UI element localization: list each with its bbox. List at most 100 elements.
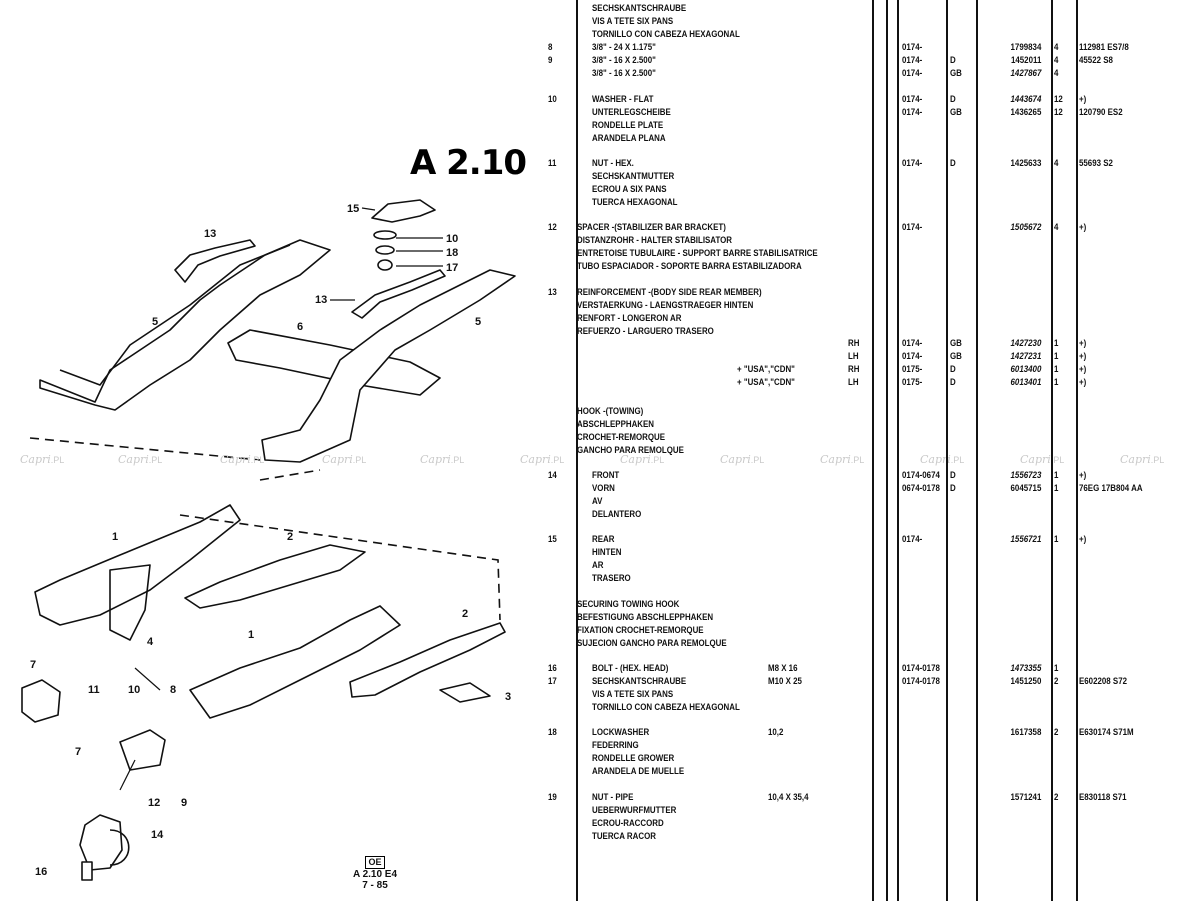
item-note: +) xyxy=(1079,470,1087,480)
watermark-suffix: .PL xyxy=(850,455,865,465)
item-date-range: 0174- xyxy=(902,222,923,232)
item-note: +) xyxy=(1079,222,1087,232)
item-number: 17 xyxy=(548,676,557,686)
item-part-number: 1425633 xyxy=(1010,158,1042,168)
callout-12: 12 xyxy=(148,797,160,809)
item-heading: SUJECION GANCHO PARA REMOLQUE xyxy=(577,638,727,648)
callout-10: 10 xyxy=(446,233,458,245)
item-note: +) xyxy=(1079,351,1087,361)
item-note: 45522 S8 xyxy=(1079,55,1113,65)
item-description: 3/8" - 16 X 2.500" xyxy=(592,55,656,65)
watermark: Capri.PL xyxy=(322,453,366,466)
item-quantity: 1 xyxy=(1054,338,1059,348)
item-heading: REFUERZO - LARGUERO TRASERO xyxy=(577,326,714,336)
item-note: E602208 S72 xyxy=(1079,676,1128,686)
item-part-number: 1436265 xyxy=(1010,107,1042,117)
watermark-brand: Capri xyxy=(20,453,51,466)
item-description: TUERCA RACOR xyxy=(592,831,656,841)
callout-14: 14 xyxy=(151,829,164,841)
callout-15: 15 xyxy=(347,203,359,215)
item-heading: VERSTAERKUNG - LAENGSTRAEGER HINTEN xyxy=(577,300,754,310)
callout-10: 10 xyxy=(128,684,140,696)
watermark: Capri.PL xyxy=(420,453,464,466)
item-part-number: 6045715 xyxy=(1010,483,1042,493)
item-note: 120790 ES2 xyxy=(1079,107,1123,117)
item-number: 8 xyxy=(548,42,553,52)
item-date-range: 0174- xyxy=(902,94,923,104)
item-heading: SPACER -(STABILIZER BAR BRACKET) xyxy=(577,222,726,232)
item-description: NUT - HEX. xyxy=(592,158,634,168)
item-number: 14 xyxy=(548,470,557,480)
item-description: FEDERRING xyxy=(592,740,639,750)
item-date-range: 0174-0674 xyxy=(902,470,940,480)
item-description: ECROU A SIX PANS xyxy=(592,184,667,194)
item-heading: ABSCHLEPPHAKEN xyxy=(577,419,655,429)
item-description: TRASERO xyxy=(592,573,631,583)
item-description: NUT - PIPE xyxy=(592,792,634,802)
item-heading: REINFORCEMENT -(BODY SIDE REAR MEMBER) xyxy=(577,287,762,297)
item-country: D xyxy=(950,94,956,104)
item-date-range: 0174-0178 xyxy=(902,676,940,686)
item-description: UEBERWURFMUTTER xyxy=(592,805,677,815)
item-quantity: 1 xyxy=(1054,534,1059,544)
item-quantity: 1 xyxy=(1054,364,1059,374)
item-part-number: 1427230 xyxy=(1010,338,1042,348)
item-number: 12 xyxy=(548,222,557,232)
item-quantity: 4 xyxy=(1054,55,1059,65)
item-country: GB xyxy=(950,68,962,78)
item-heading: RENFORT - LONGERON AR xyxy=(577,313,682,323)
watermark: Capri.PL xyxy=(118,453,162,466)
plate-title: A 2.10 xyxy=(410,143,527,183)
item-country: D xyxy=(950,377,956,387)
towing-hook xyxy=(79,814,123,871)
callout-17: 17 xyxy=(446,262,458,274)
watermark-suffix: .PL xyxy=(1150,455,1165,465)
column-divider xyxy=(886,0,888,901)
item-heading: GANCHO PARA REMOLQUE xyxy=(577,445,684,455)
item-number: 18 xyxy=(548,727,557,737)
cross-member xyxy=(227,329,441,396)
item-part-number: 1556721 xyxy=(1010,534,1042,544)
reference-code: A 2.10 E4 xyxy=(352,869,398,880)
item-date-range: 0174- xyxy=(902,68,923,78)
watermark-suffix: .PL xyxy=(550,455,565,465)
item-size: M10 X 25 xyxy=(768,676,802,686)
item-date-range: 0174- xyxy=(902,158,923,168)
parts-diagram: 15 13 10 18 17 5 13 5 6 1 2 4 1 2 3 7 11… xyxy=(21,199,516,881)
item-date-range: 0174- xyxy=(902,338,923,348)
item-heading: ENTRETOISE TUBULAIRE - SUPPORT BARRE STA… xyxy=(577,248,818,258)
item-description: TORNILLO CON CABEZA HEXAGONAL xyxy=(592,702,740,712)
watermark-suffix: .PL xyxy=(950,455,965,465)
watermark-suffix: .PL xyxy=(148,455,163,465)
item-number: 13 xyxy=(548,287,557,297)
item-description: 3/8" - 24 X 1.175" xyxy=(592,42,656,52)
item-date-range: 0174- xyxy=(902,534,923,544)
bracket-15 xyxy=(371,199,436,223)
item-quantity: 4 xyxy=(1054,222,1059,232)
item-description: SECHSKANTMUTTER xyxy=(592,171,675,181)
watermark-suffix: .PL xyxy=(250,455,265,465)
callout-7: 7 xyxy=(30,659,36,671)
item-part-number: 1617358 xyxy=(1010,727,1042,737)
item-description: ARANDELA PLANA xyxy=(592,133,666,143)
watermark: Capri.PL xyxy=(20,453,64,466)
item-description: AV xyxy=(592,496,603,506)
callout-2: 2 xyxy=(287,531,293,543)
item-description: ECROU-RACCORD xyxy=(592,818,664,828)
item-market: + "USA","CDN" xyxy=(737,364,795,374)
column-divider xyxy=(1076,0,1078,901)
item-heading: FIXATION CROCHET-REMORQUE xyxy=(577,625,704,635)
item-heading: BEFESTIGUNG ABSCHLEPPHAKEN xyxy=(577,612,714,622)
watermark: Capri.PL xyxy=(620,453,664,466)
item-side: RH xyxy=(848,338,860,348)
item-quantity: 4 xyxy=(1054,158,1059,168)
watermark-suffix: .PL xyxy=(450,455,465,465)
watermark-suffix: .PL xyxy=(750,455,765,465)
item-country: D xyxy=(950,364,956,374)
watermark-brand: Capri xyxy=(420,453,451,466)
callout-13: 13 xyxy=(315,294,327,306)
item-date-range: 0174- xyxy=(902,42,923,52)
item-description: TORNILLO CON CABEZA HEXAGONAL xyxy=(592,29,740,39)
item-description: UNTERLEGSCHEIBE xyxy=(592,107,671,117)
